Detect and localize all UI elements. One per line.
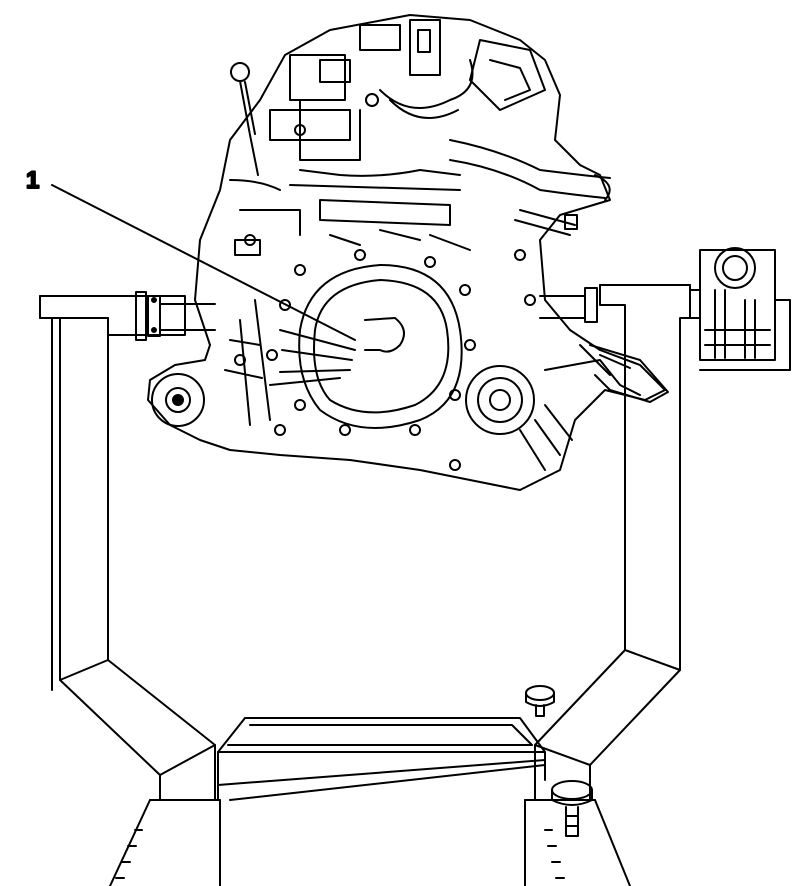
stand-right-arm bbox=[534, 284, 691, 801]
transaxle-housing-outline bbox=[147, 14, 666, 491]
adjustment-knob-upper bbox=[525, 685, 555, 717]
stand-base-tray bbox=[109, 717, 631, 886]
transaxle-assembly bbox=[147, 14, 669, 491]
callout-1: 1 bbox=[25, 166, 356, 341]
callout-label: 1 bbox=[26, 167, 39, 194]
lower-ribs bbox=[239, 299, 641, 471]
dipstick bbox=[230, 62, 259, 176]
stand-left-arm bbox=[39, 295, 216, 801]
engine-stand bbox=[39, 247, 791, 886]
leader-line bbox=[51, 184, 356, 341]
left-pulley bbox=[151, 373, 205, 427]
converter-housing bbox=[298, 264, 463, 429]
right-mount-flange bbox=[539, 247, 791, 371]
left-mount-flange bbox=[135, 291, 216, 341]
upper-components bbox=[224, 19, 611, 379]
right-axle-boss bbox=[465, 365, 535, 435]
housing-bolts bbox=[234, 234, 536, 471]
right-bracket bbox=[589, 344, 669, 403]
adjustment-knob-lower bbox=[551, 780, 593, 837]
